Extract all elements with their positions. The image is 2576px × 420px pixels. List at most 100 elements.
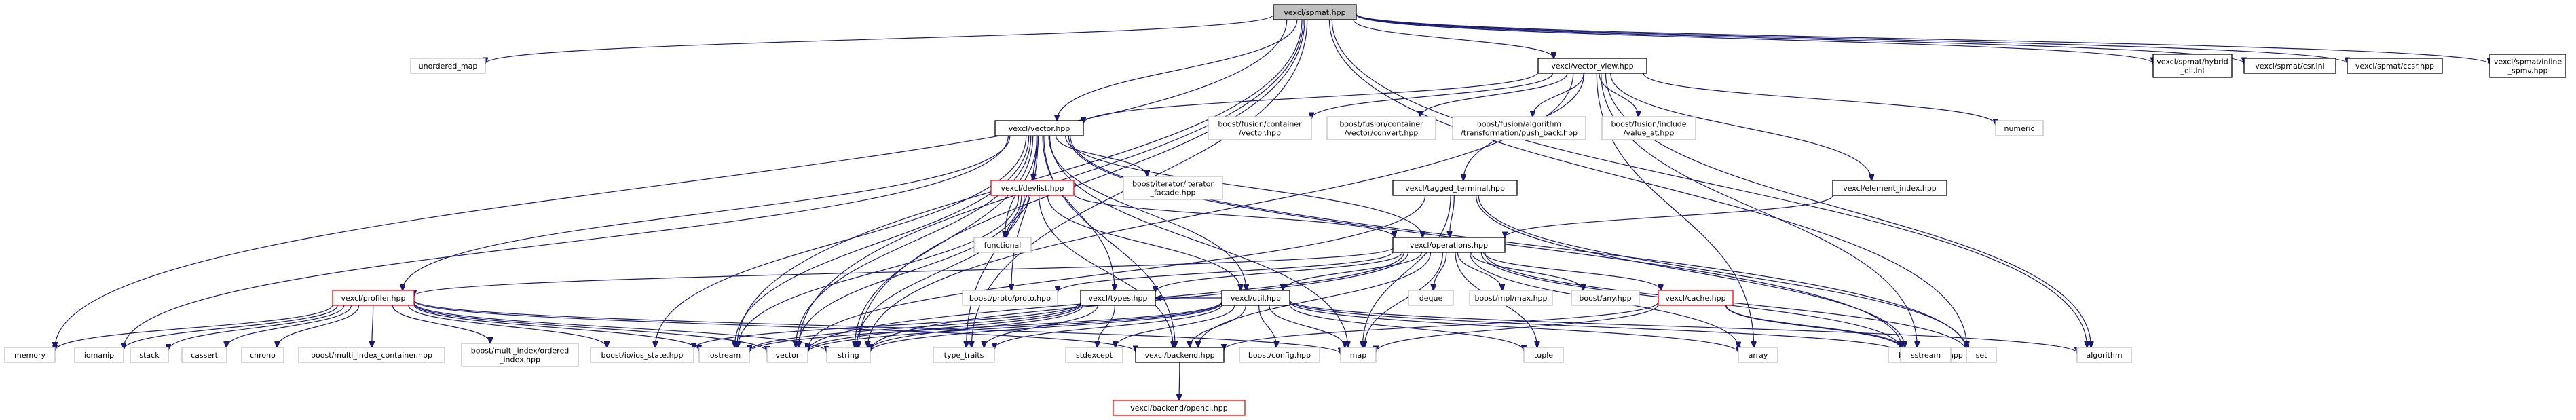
node-label-fusion_value_at-line-2: /value_at.hpp <box>1624 129 1675 138</box>
node-box-memory <box>4 347 56 363</box>
edge-spmat-to-inline_spmv <box>1356 14 2490 64</box>
edge-devlist-to-functional <box>1007 195 1029 237</box>
node-proto: boost/proto/proto.hpp <box>962 290 1058 306</box>
node-vector_hpp[interactable]: vexcl/vector.hpp <box>994 120 1084 136</box>
node-box-fusion_push_back <box>1452 116 1586 140</box>
node-label-fusion_value_at-line-1: boost/fusion/include <box>1611 120 1686 129</box>
edge-vector_hpp-to-proto <box>1011 135 1039 290</box>
edge-vector_hpp-to-ios_state <box>655 135 1027 347</box>
edge-spmat-to-string <box>859 19 1305 347</box>
node-box-functional <box>973 237 1032 253</box>
node-label-unordered_map: unordered_map <box>419 62 478 71</box>
edge-tagged_terminal-to-set <box>1478 195 1966 350</box>
node-cache[interactable]: vexcl/cache.hpp <box>1658 290 1734 306</box>
node-label-types: vexcl/types.hpp <box>1089 294 1148 303</box>
node-label-deque: deque <box>1419 294 1443 303</box>
node-box-map <box>1340 347 1377 363</box>
node-label-operations: vexcl/operations.hpp <box>1410 241 1488 250</box>
node-label-type_traits: type_traits <box>944 351 984 360</box>
edge-profiler-to-string <box>413 302 827 352</box>
edge-util-to-vector <box>808 301 1222 352</box>
node-box-boost_any <box>1571 290 1640 306</box>
node-box-fusion_convert <box>1326 116 1436 140</box>
edge-cache-to-backend <box>1224 301 1659 350</box>
node-tagged_terminal[interactable]: vexcl/tagged_terminal.hpp <box>1392 180 1518 196</box>
node-hybrid_ell[interactable]: vexcl/spmat/hybrid_ell.inl <box>2152 54 2233 78</box>
node-box-fusion_vector <box>1208 116 1312 140</box>
node-label-hybrid_ell-line-2: _ell.inl <box>2180 66 2205 75</box>
node-box-stdexcept <box>1065 347 1123 363</box>
node-label-stdexcept: stdexcept <box>1076 351 1113 360</box>
node-operations[interactable]: vexcl/operations.hpp <box>1392 237 1506 253</box>
node-label-devlist: vexcl/devlist.hpp <box>1001 184 1064 193</box>
node-iterator_facade: boost/iterator/iterator_facade.hpp <box>1123 176 1223 200</box>
node-element_index[interactable]: vexcl/element_index.hpp <box>1832 180 1947 196</box>
node-box-csr_inl <box>2243 58 2336 74</box>
node-set: set <box>1966 347 1997 363</box>
node-label-ordered_index-line-2: _index.hpp <box>499 356 540 364</box>
node-box-tuple <box>1523 347 1564 363</box>
node-inline_spmv[interactable]: vexcl/spmat/inline_spmv.hpp <box>2489 54 2566 78</box>
node-vector: vector <box>766 347 808 363</box>
node-label-hybrid_ell-line-1: vexcl/spmat/hybrid <box>2157 58 2228 66</box>
edge-util-to-iostream <box>749 301 1222 352</box>
node-label-set: set <box>1976 351 1987 360</box>
edge-tagged_terminal-to-operations <box>1450 195 1455 237</box>
edge-profiler-to-stack <box>168 305 345 350</box>
edge-vector_hpp-to-vector <box>796 135 1032 347</box>
edge-tagged_terminal-to-vector <box>808 195 1426 349</box>
node-devlist[interactable]: vexcl/devlist.hpp <box>990 180 1075 196</box>
node-label-boost_any: boost/any.hpp <box>1579 294 1631 303</box>
node-box-devlist <box>990 180 1075 196</box>
node-spmat[interactable]: vexcl/spmat.hpp <box>1273 4 1357 20</box>
edge-operations-to-backend <box>1198 252 1432 347</box>
edge-profiler-to-iomanip <box>124 305 338 350</box>
edge-cache-to-map <box>1376 304 1659 351</box>
node-csr_inl[interactable]: vexcl/spmat/csr.inl <box>2243 58 2336 74</box>
node-label-iterator_facade-line-1: boost/iterator/iterator <box>1132 180 1214 189</box>
node-functional: functional <box>973 237 1032 253</box>
edge-spmat-to-ccsr <box>1356 14 2347 63</box>
node-box-spmat <box>1273 4 1357 20</box>
edge-util-to-boost_config <box>1258 305 1277 347</box>
node-boost_any: boost/any.hpp <box>1571 290 1640 306</box>
node-chrono: chrono <box>241 347 284 363</box>
node-label-tagged_terminal: vexcl/tagged_terminal.hpp <box>1405 184 1505 193</box>
edge-vector_hpp-to-iomanip <box>124 135 1009 349</box>
node-array: array <box>1738 347 1778 363</box>
edge-vector_hpp-to-profiler <box>403 135 1011 290</box>
node-box-hybrid_ell <box>2152 54 2233 78</box>
node-label-element_index: vexcl/element_index.hpp <box>1843 184 1937 193</box>
node-numeric: numeric <box>1995 120 2044 136</box>
node-ordered_index: boost/multi_index/ordered_index.hpp <box>461 343 579 367</box>
edge-vector_view-to-element_index <box>1610 73 1871 180</box>
edge-util-to-stdexcept <box>1115 305 1235 347</box>
edge-profiler-to-backend <box>413 300 1136 351</box>
node-box-algorithm <box>2076 347 2132 363</box>
edge-spmat-to-unordered_map <box>485 14 1274 64</box>
node-ccsr[interactable]: vexcl/spmat/ccsr.hpp <box>2347 58 2443 74</box>
edge-util-to-algorithm <box>1289 299 2077 353</box>
node-box-types <box>1080 290 1156 306</box>
node-box-profiler <box>332 290 415 306</box>
node-types[interactable]: vexcl/types.hpp <box>1080 290 1156 306</box>
node-vector_view[interactable]: vexcl/vector_view.hpp <box>1537 58 1647 74</box>
edge-cache-to-boost_thread <box>1725 305 1900 347</box>
edge-devlist-to-string <box>857 195 1025 347</box>
edge-profiler-to-ordered_index <box>392 305 490 343</box>
edge-cache-to-sstream <box>1725 305 1901 349</box>
node-profiler[interactable]: vexcl/profiler.hpp <box>332 290 415 306</box>
edge-profiler-to-multi_index <box>372 305 373 347</box>
node-cassert: cassert <box>181 347 227 363</box>
edge-operations-to-proto <box>1058 251 1394 292</box>
edge-vector_hpp-to-iostream <box>734 135 1030 347</box>
edge-util-to-map <box>1269 305 1345 347</box>
node-box-element_index <box>1832 180 1947 196</box>
edge-operations-to-deque <box>1434 252 1447 290</box>
node-label-backend_opencl: vexcl/backend/opencl.hpp <box>1130 404 1227 413</box>
node-backend_opencl[interactable]: vexcl/backend/opencl.hpp <box>1113 400 1246 416</box>
node-util[interactable]: vexcl/util.hpp <box>1221 290 1290 306</box>
node-box-iterator_facade <box>1123 176 1223 200</box>
node-box-deque <box>1408 290 1454 306</box>
node-backend[interactable]: vexcl/backend.hpp <box>1135 347 1225 363</box>
